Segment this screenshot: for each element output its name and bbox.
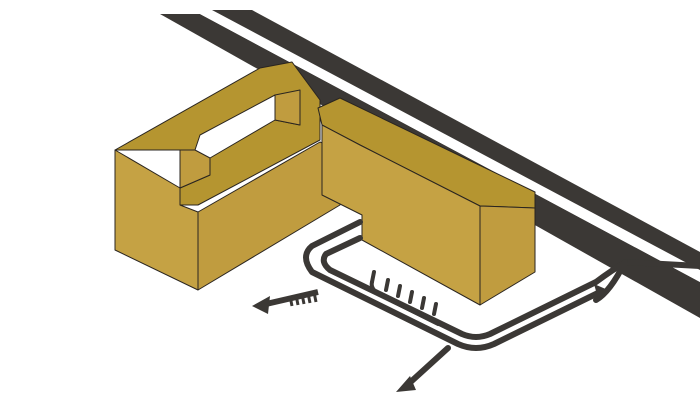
up-right-arrow-icon <box>594 284 608 298</box>
entry-exit-arrows <box>252 284 608 392</box>
parking-bays <box>369 270 440 326</box>
l-shaped-building <box>114 61 341 291</box>
rectangular-building <box>317 97 536 306</box>
left-arrow-icon <box>252 289 319 314</box>
down-left-arrow-icon <box>396 376 416 392</box>
